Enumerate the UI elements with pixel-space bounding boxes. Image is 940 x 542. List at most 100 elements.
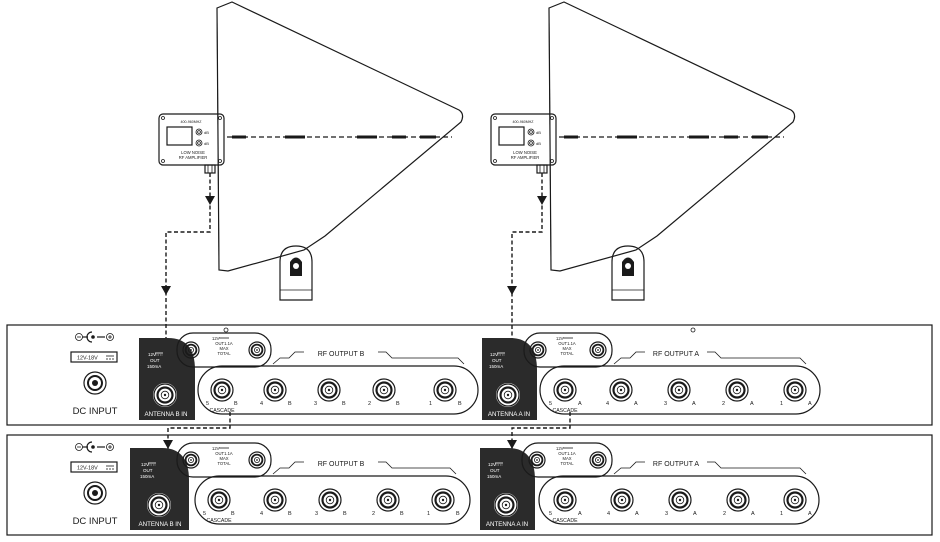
unit-1-rf-output-a-port-5[interactable] bbox=[552, 377, 578, 403]
unit-1-a-out-l3: MAX bbox=[562, 346, 571, 351]
unit-2-a-port-letter-5: A bbox=[578, 511, 582, 517]
unit-2-section-b: 12V OUT 150mA ANTENNA B IN 12V OUT1.1A M… bbox=[130, 442, 471, 530]
unit-2-rf-output-a-port-4[interactable] bbox=[609, 487, 635, 513]
unit-2-rf-output-b-port-2[interactable] bbox=[375, 487, 401, 513]
unit-1-mount-hole-right bbox=[690, 327, 696, 333]
unit-1-b-power-l2: OUT bbox=[150, 358, 160, 363]
unit-1-dc-input-jack[interactable] bbox=[83, 371, 107, 395]
unit-2-a-power-out-jack-right[interactable] bbox=[589, 451, 607, 469]
unit-2-b-port-letter-2: B bbox=[400, 511, 404, 517]
unit-2-rf-output-a-port-2[interactable] bbox=[725, 487, 751, 513]
antenna-b-element-bar bbox=[227, 135, 452, 139]
unit-1-section-b: 12V OUT 150mA ANTENNA B IN 12V OUT1.1A M… bbox=[139, 332, 479, 420]
antenna-a-gain-display bbox=[498, 126, 525, 146]
antenna-b-db-top-label: dB bbox=[204, 130, 209, 135]
unit-2-rf-output-a-port-1[interactable] bbox=[782, 487, 808, 513]
unit-2-rf-output-a-label: RF OUTPUT A bbox=[653, 461, 699, 468]
antenna-a-element-bar bbox=[559, 135, 784, 139]
unit-2-b-port-letter-3: B bbox=[343, 511, 347, 517]
unit-1-b-port-letter-1: B bbox=[458, 401, 462, 407]
unit-2-antenna-b-in-jack[interactable] bbox=[146, 492, 172, 518]
unit-1-b-out-l3: MAX bbox=[219, 346, 228, 351]
unit-1-rf-output-a-port-2[interactable] bbox=[724, 377, 750, 403]
unit-2-b-port-letter-1: B bbox=[456, 511, 460, 517]
unit-1-a-power-out-jack-right[interactable] bbox=[589, 341, 607, 359]
unit-1-rf-output-b-port-3[interactable] bbox=[316, 377, 342, 403]
unit-1-rf-output-b-port-5[interactable] bbox=[209, 377, 235, 403]
unit-1-a-port-letter-2: A bbox=[750, 401, 754, 407]
unit-2-rf-output-b-port-3[interactable] bbox=[317, 487, 343, 513]
unit-2-b-port-num-5: 5 bbox=[203, 511, 206, 517]
unit-1-rf-output-a-port-4[interactable] bbox=[608, 377, 634, 403]
unit-1-b-power-out-jack-right[interactable] bbox=[248, 341, 266, 359]
unit-2-b-port-letter-4: B bbox=[288, 511, 292, 517]
unit-1-section-a: 12V OUT 150mA ANTENNA A IN 12V OUT1.1A M… bbox=[482, 332, 821, 420]
unit-2-rf-output-b-port-4[interactable] bbox=[262, 487, 288, 513]
antenna-a-freq-label: 400-960MHZ bbox=[513, 120, 535, 124]
antenna-a-db-button-top bbox=[527, 128, 535, 136]
cable-antenna-b-to-unit1 bbox=[161, 173, 215, 345]
unit-1-a-port-letter-5: A bbox=[578, 401, 582, 407]
antenna-b-freq-label: 400-960MHZ bbox=[181, 120, 203, 124]
unit-1-antenna-a-in-jack[interactable] bbox=[495, 382, 521, 408]
unit-1-rf-output-a-port-1[interactable] bbox=[782, 377, 808, 403]
unit-2-a-port-letter-3: A bbox=[693, 511, 697, 517]
unit-2-rf-output-a-bracket: RF OUTPUT A bbox=[613, 461, 807, 475]
unit-1-b-port-letter-2: B bbox=[396, 401, 400, 407]
unit-1-b-port-letter-4: B bbox=[288, 401, 292, 407]
unit-1-dc-ground-icon bbox=[106, 355, 114, 360]
unit-2-antenna-a-in-panel: 12V OUT 150mA ANTENNA A IN bbox=[480, 448, 535, 530]
unit-2-a-port-num-3: 3 bbox=[665, 511, 668, 517]
unit-2-a-power-out-jack-left[interactable] bbox=[528, 451, 546, 469]
unit-1-rf-output-a-label: RF OUTPUT A bbox=[653, 351, 699, 358]
antenna-b-mount bbox=[279, 245, 313, 301]
unit-1-b-power-out-jack-left[interactable] bbox=[182, 341, 200, 359]
unit-2-dc-input-jack[interactable] bbox=[83, 481, 107, 505]
unit-1-a-port-letter-3: A bbox=[692, 401, 696, 407]
antenna-b-db-bottom-label: dB bbox=[204, 141, 209, 146]
unit-1-a-port-num-4: 4 bbox=[606, 401, 609, 407]
unit-2-a-port-num-2: 2 bbox=[723, 511, 726, 517]
unit-1-antenna-b-in-jack[interactable] bbox=[152, 382, 178, 408]
unit-2-b-port-num-3: 3 bbox=[315, 511, 318, 517]
unit-1-rf-output-b-port-1[interactable] bbox=[432, 377, 458, 403]
unit-2-b-power-out-jack-right[interactable] bbox=[248, 451, 266, 469]
unit-1-a-cascade-label: CASCADE bbox=[552, 408, 578, 414]
unit-1-rf-output-b-port-4[interactable] bbox=[262, 377, 288, 403]
unit-2-rf-output-b-label: RF OUTPUT B bbox=[318, 461, 365, 468]
unit-1-voltage-label: 12V-18V bbox=[77, 356, 98, 362]
unit-1-b-port-num-5: 5 bbox=[206, 401, 209, 407]
unit-1-antenna-b-in-panel: 12V OUT 150mA ANTENNA B IN bbox=[139, 338, 195, 420]
unit-2-rf-output-a-port-3[interactable] bbox=[667, 487, 693, 513]
unit-1-b-out-l4: TOTAL bbox=[217, 351, 231, 356]
unit-2-rf-output-b-port-5[interactable] bbox=[206, 487, 232, 513]
unit-2-b-port-num-1: 1 bbox=[427, 511, 430, 517]
unit-1-b-out-l2: OUT1.1A bbox=[215, 341, 233, 346]
unit-1-antenna-a-in-label: ANTENNA A IN bbox=[488, 411, 530, 418]
antenna-a-db-bottom-label: dB bbox=[536, 141, 541, 146]
unit-2-a-power-out-panel: 12V OUT1.1A MAX TOTAL bbox=[521, 442, 613, 478]
unit-2-rf-output-a-port-5[interactable] bbox=[552, 487, 578, 513]
antenna-a-connector bbox=[536, 164, 548, 174]
unit-1-a-out-l4: TOTAL bbox=[560, 351, 574, 356]
antenna-b-body bbox=[216, 1, 464, 272]
unit-1-rf-output-a-port-3[interactable] bbox=[666, 377, 692, 403]
unit-1-dc-polarity-icon bbox=[75, 331, 114, 343]
unit-2-a-port-num-5: 5 bbox=[549, 511, 552, 517]
unit-2-b-cascade-label: CASCADE bbox=[206, 518, 232, 524]
unit-1-rf-output-b-port-2[interactable] bbox=[371, 377, 397, 403]
antenna-a-lna-label-2: RF AMPLIFIER bbox=[511, 155, 540, 160]
unit-1-a-port-num-1: 1 bbox=[780, 401, 783, 407]
unit-2-rf-output-b-port-1[interactable] bbox=[430, 487, 456, 513]
antenna-b-lna-label-1: LOW NOISE bbox=[181, 150, 205, 155]
antenna-b: 400-960MHZ dB dB LOW NOISE RF AMPLIFIER bbox=[158, 1, 464, 301]
unit-2-b-power-l2: OUT bbox=[143, 468, 153, 473]
antenna-a-db-top-label: dB bbox=[536, 130, 541, 135]
cable-cascade-a bbox=[507, 412, 571, 460]
unit-2-voltage-badge bbox=[70, 461, 118, 473]
unit-2-antenna-a-in-jack[interactable] bbox=[493, 492, 519, 518]
unit-2-a-out-l3: MAX bbox=[562, 456, 571, 461]
unit-1-a-power-out-jack-left[interactable] bbox=[529, 341, 547, 359]
unit-2-b-power-out-jack-left[interactable] bbox=[182, 451, 200, 469]
unit-1-antenna-b-in-label: ANTENNA B IN bbox=[145, 411, 188, 418]
